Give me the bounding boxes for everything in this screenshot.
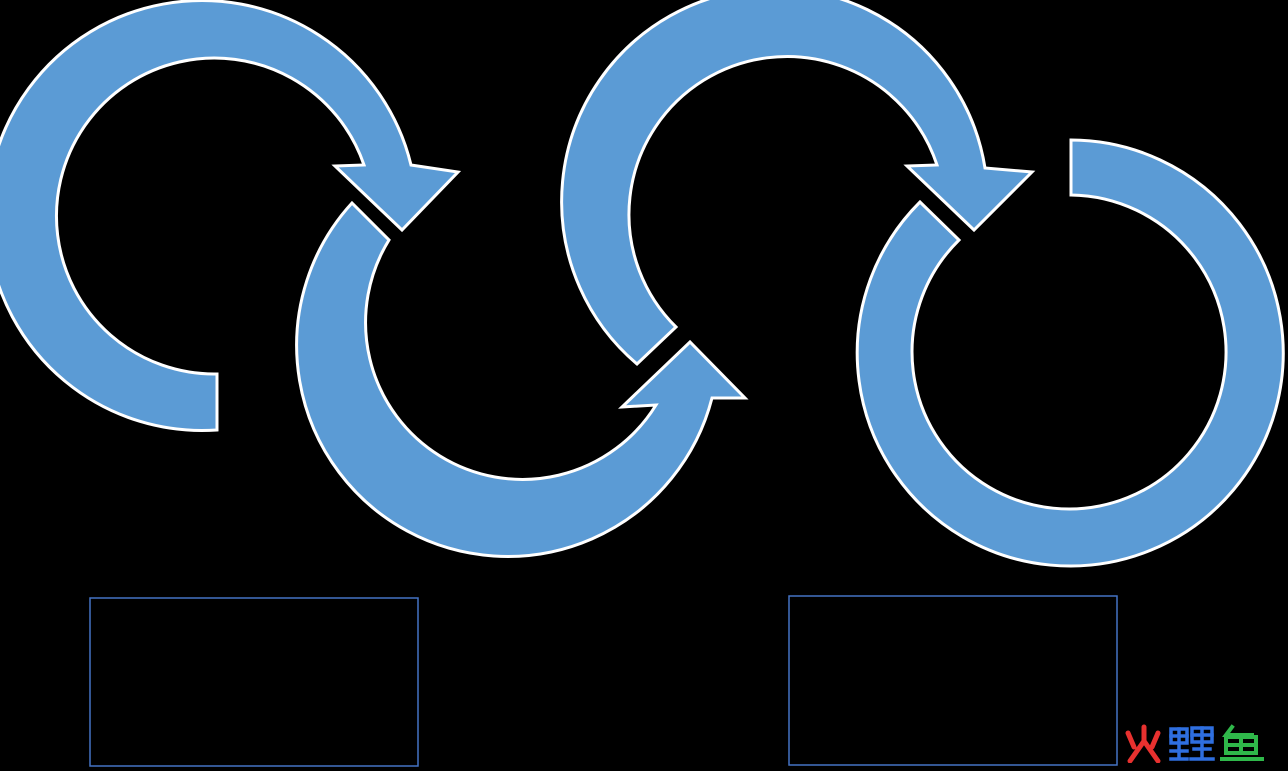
arrow-loop-1 — [0, 0, 462, 433]
text-box-left — [89, 597, 419, 767]
arrow-loop-4 — [855, 138, 1285, 568]
huoliyu-logo — [1116, 721, 1266, 765]
arrow-loop-2 — [295, 200, 749, 558]
logo-glyph-fish — [1220, 724, 1264, 761]
logo-glyph-carp — [1169, 726, 1215, 761]
arrow-loop-3 — [560, 0, 1036, 367]
text-box-right — [788, 595, 1118, 766]
logo-glyph-fire — [1125, 724, 1161, 763]
